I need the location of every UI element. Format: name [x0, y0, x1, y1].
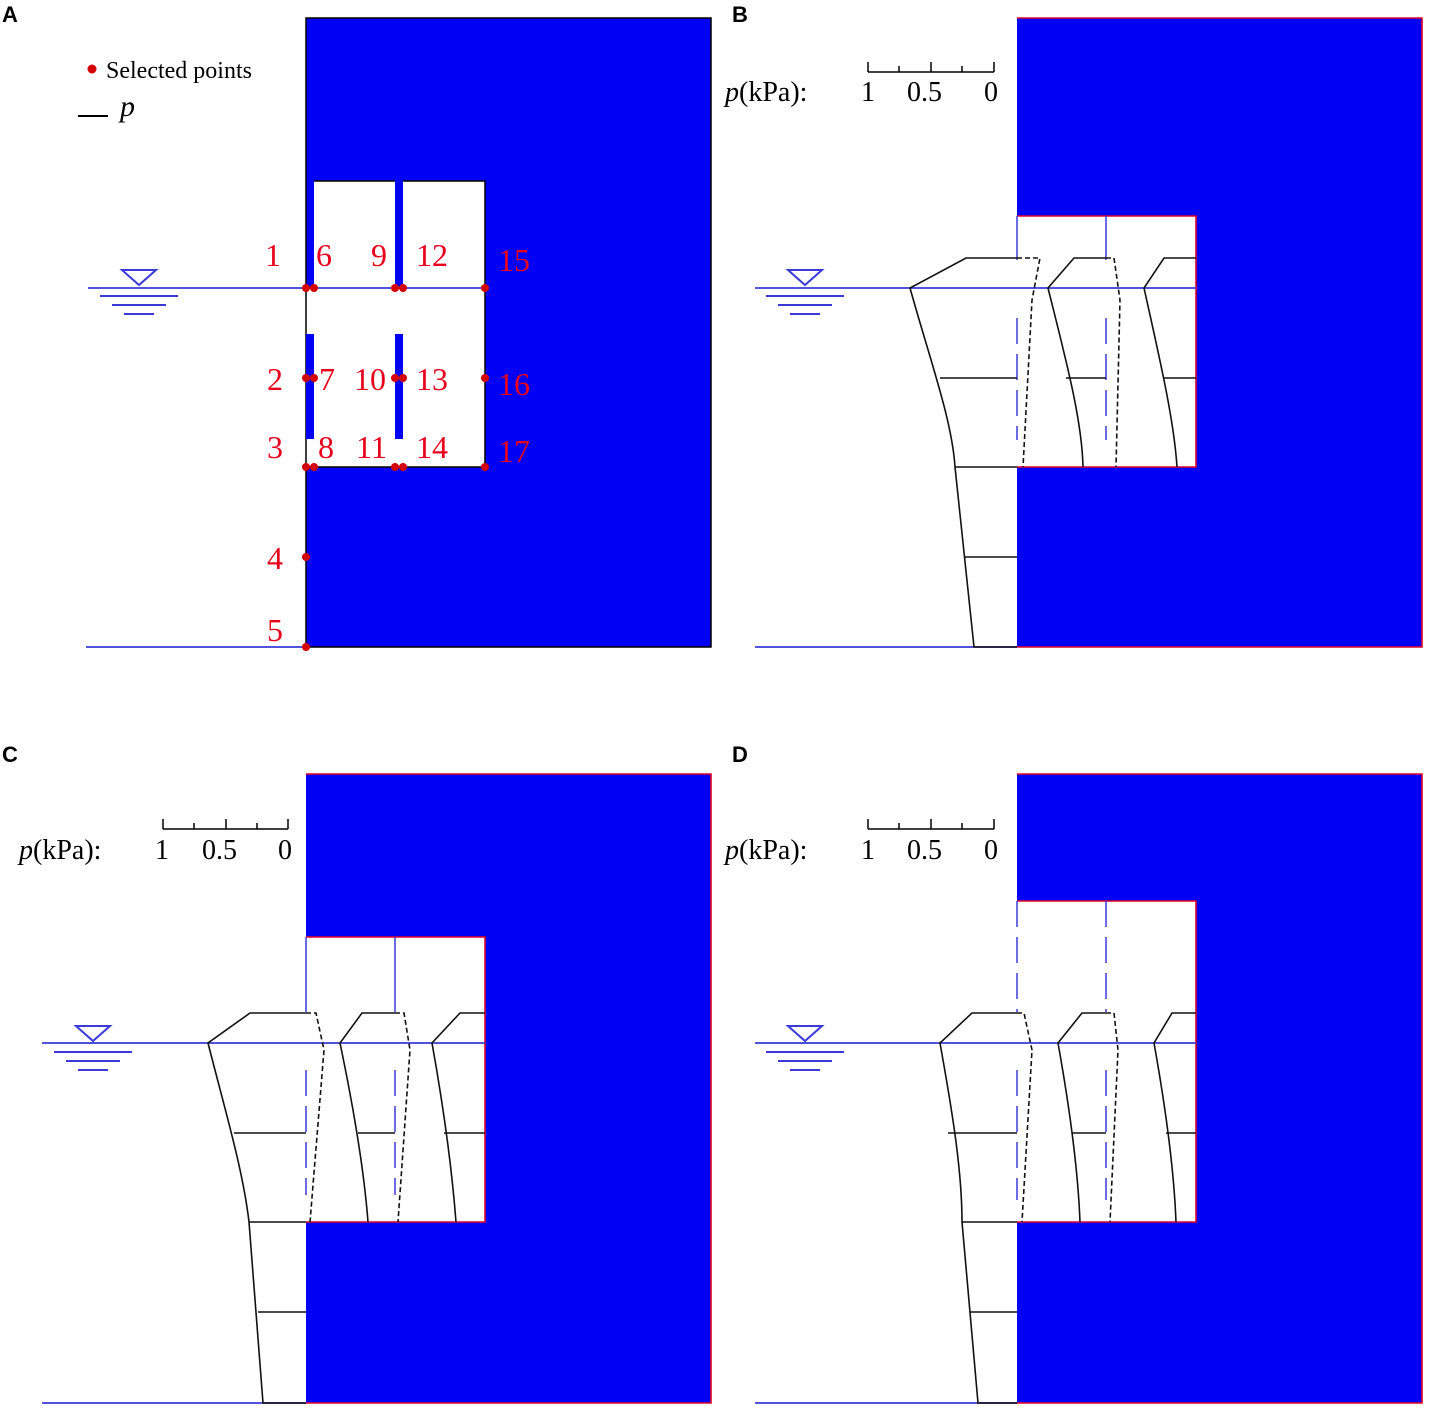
- legend-points-label: Selected points: [106, 58, 252, 84]
- point-label-3: 3: [267, 429, 283, 465]
- panel-b: B p(kPa): 1 0.5 0: [723, 2, 1423, 648]
- panel-letter-a: A: [2, 2, 18, 27]
- svg-text:0.5: 0.5: [202, 835, 237, 866]
- structure-body-d: [1017, 774, 1422, 1403]
- point-label-11: 11: [356, 429, 387, 465]
- point-label-15: 15: [498, 242, 530, 278]
- point-15: [481, 284, 489, 292]
- point-6: [310, 284, 318, 292]
- structure-body-b: [1017, 18, 1422, 647]
- point-labels: 1 2 3 4 5 6 7 8 9 10 11 12 13 14 15 16 1…: [265, 237, 530, 648]
- panel-letter-b: B: [732, 2, 748, 27]
- svg-text:0.5: 0.5: [907, 77, 942, 108]
- point-label-1: 1: [265, 237, 281, 273]
- point-3: [302, 463, 310, 471]
- wall-stub-front-a: [306, 334, 314, 439]
- legend-point-icon: [87, 64, 97, 74]
- legend-line-label: p: [118, 90, 135, 123]
- point-label-4: 4: [267, 540, 283, 576]
- point-label-5: 5: [267, 612, 283, 648]
- point-11: [391, 463, 399, 471]
- svg-text:1: 1: [155, 835, 169, 866]
- structure-body-a: [306, 18, 711, 647]
- point-label-17: 17: [498, 433, 530, 469]
- point-14: [399, 463, 407, 471]
- point-label-8: 8: [318, 429, 334, 465]
- svg-text:0: 0: [984, 835, 998, 866]
- point-10: [391, 374, 399, 382]
- water-level-icon-c: [54, 1025, 132, 1071]
- point-13: [399, 374, 407, 382]
- structure-body-c: [306, 774, 711, 1403]
- svg-text:0.5: 0.5: [907, 835, 942, 866]
- point-label-10: 10: [354, 361, 386, 397]
- panel-d: D p(kPa): 1 0.5 0: [723, 742, 1423, 1404]
- svg-text:0: 0: [278, 835, 292, 866]
- point-4: [302, 553, 310, 561]
- pressure-profiles-d: [939, 1012, 1196, 1404]
- point-label-16: 16: [498, 366, 530, 402]
- point-label-12: 12: [416, 237, 448, 273]
- selected-points: [302, 284, 489, 651]
- scale-bar-d: p(kPa): 1 0.5 0: [723, 819, 998, 866]
- svg-text:1: 1: [861, 77, 875, 108]
- panel-c: C p(kPa): 1 0.5 0: [2, 742, 712, 1404]
- scale-bar-b: p(kPa): 1 0.5 0: [723, 62, 998, 108]
- svg-text:p(kPa):: p(kPa):: [723, 77, 807, 108]
- svg-text:0: 0: [984, 77, 998, 108]
- water-level-icon: [100, 269, 178, 315]
- point-17: [481, 463, 489, 471]
- point-7: [310, 374, 318, 382]
- point-label-13: 13: [416, 361, 448, 397]
- svg-text:p(kPa):: p(kPa):: [17, 835, 101, 866]
- point-label-2: 2: [267, 361, 283, 397]
- panel-letter-d: D: [732, 742, 748, 767]
- point-5: [302, 643, 310, 651]
- point-2: [302, 374, 310, 382]
- scale-bar-c: p(kPa): 1 0.5 0: [17, 819, 292, 866]
- point-label-7: 7: [319, 361, 335, 397]
- water-level-icon-d: [766, 1025, 844, 1071]
- point-9: [391, 284, 399, 292]
- point-label-6: 6: [316, 237, 332, 273]
- panel-a: A Selected points p: [2, 2, 712, 651]
- point-16: [481, 374, 489, 382]
- wall-stub-middle-a: [395, 334, 403, 439]
- point-12: [399, 284, 407, 292]
- pressure-profiles-c: [207, 1012, 485, 1404]
- panel-letter-c: C: [2, 742, 18, 767]
- water-level-icon-b: [766, 269, 844, 315]
- point-8: [310, 463, 318, 471]
- point-label-9: 9: [371, 237, 387, 273]
- point-label-14: 14: [416, 429, 448, 465]
- svg-text:p(kPa):: p(kPa):: [723, 835, 807, 866]
- pressure-profiles-b: [909, 257, 1196, 648]
- svg-text:1: 1: [861, 835, 875, 866]
- point-1: [302, 284, 310, 292]
